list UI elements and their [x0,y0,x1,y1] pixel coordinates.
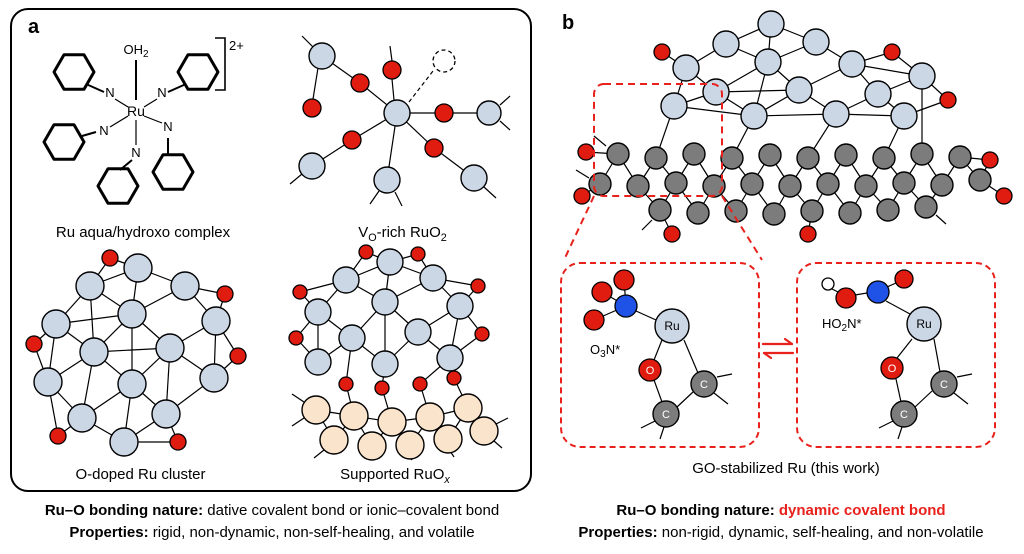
go-stabilized-ru-figure [563,10,1013,261]
panel-a-bonding-line: Ru–O bonding nature: dative covalent bon… [44,502,500,519]
carbon-atom [890,400,918,428]
c-label: C [900,409,908,421]
carbon-atoms [588,142,992,226]
c-label: C [662,409,670,421]
panel-b-label: b [562,12,575,34]
o-label: O [646,365,655,377]
o3n-detail-figure: Ru O C C O3N* [583,269,733,440]
o-label: O [888,363,897,375]
nitrogen-atom [866,280,890,304]
oxygen-atom [894,269,914,289]
ru-metal-label: Ru [127,103,145,119]
carbon-atom [652,400,680,428]
c-label: C [940,379,948,391]
panel-a-footer: Ru–O bonding nature: dative covalent bon… [4,500,540,544]
ru-atoms [298,42,502,194]
ru-atoms [304,248,474,378]
ru-atom [906,306,942,342]
hydrogen-atom [821,277,835,291]
oxygen-atom [835,287,857,309]
svg-text:N: N [157,85,166,100]
carbon-atom [690,370,718,398]
caption-ru-complex: Ru aqua/hydroxo complex [55,224,231,241]
panel-a-label: a [28,16,40,38]
supported-ruox-figure [288,244,509,461]
oxygen-atom [583,309,605,331]
oxygen-vacancy-circle [432,49,456,73]
zoom-region-dashes [563,83,763,261]
ru-label: Ru [664,319,679,333]
panel-b-properties-line: Properties: non-rigid, dynamic, self-hea… [578,524,984,541]
caption-o-doped-cluster: O-doped Ru cluster [75,466,206,483]
c-label: C [700,379,708,391]
panel-b-bonding-line: Ru–O bonding nature: dynamic covalent bo… [616,502,946,519]
panel-a-properties-line: Properties: rigid, non-dynamic, non-self… [69,524,475,541]
bonds [33,257,239,443]
svg-text:N: N [99,123,108,138]
nitrogen-labels: N N N N N [99,85,172,160]
equilibrium-arrows-icon [761,337,795,360]
panel-b-footer: Ru–O bonding nature: dynamic covalent bo… [542,500,1020,544]
o3n-species-label: O3N* [590,342,620,360]
charge-bracket [215,37,226,91]
zoom-box-o3n: Ru O C C O3N* [560,262,760,448]
svg-text:N: N [105,85,114,100]
ru-label: Ru [916,317,931,331]
oxygen-atom [880,356,904,380]
oxygen-atoms [573,43,1013,243]
oxygen-atom [591,281,613,303]
oxygen-atoms [288,244,490,396]
bonds [831,282,973,440]
ru-atoms [33,253,231,457]
oxygen-atoms [25,249,247,451]
carbon-atom [930,370,958,398]
nitrogen-atom [614,294,638,318]
oxygen-atom [613,269,635,291]
ho2n-species-label: HO2N* [822,316,862,334]
caption-supported-ruox: Supported RuOx [340,466,450,486]
oxygen-atoms [302,60,454,158]
pyridine-rings [42,53,220,205]
charge-label: 2+ [229,38,244,53]
bonds [575,23,1005,235]
svg-text:N: N [163,119,172,134]
caption-vo-ruo2: VO-rich RuO2 [358,224,447,244]
aqua-ligand-label: OH2 [123,42,149,60]
vo-rich-ruo2-figure [289,35,511,207]
svg-text:N: N [131,145,140,160]
o-doped-ru-cluster-figure [25,249,247,457]
ru-atoms [660,10,936,130]
oxygen-atom [638,358,662,382]
support-atoms [301,393,499,461]
caption-go-stabilized-ru: GO-stabilized Ru (this work) [692,460,880,477]
ru-aqua-hydroxo-complex-figure: 2+ OH2 Ru N N N N N [42,37,244,205]
zoom-box-ho2n: Ru O C C HO2N* [796,262,996,448]
ru-atom [654,308,690,344]
ho2n-detail-figure: Ru O C C HO2N* [821,269,973,440]
